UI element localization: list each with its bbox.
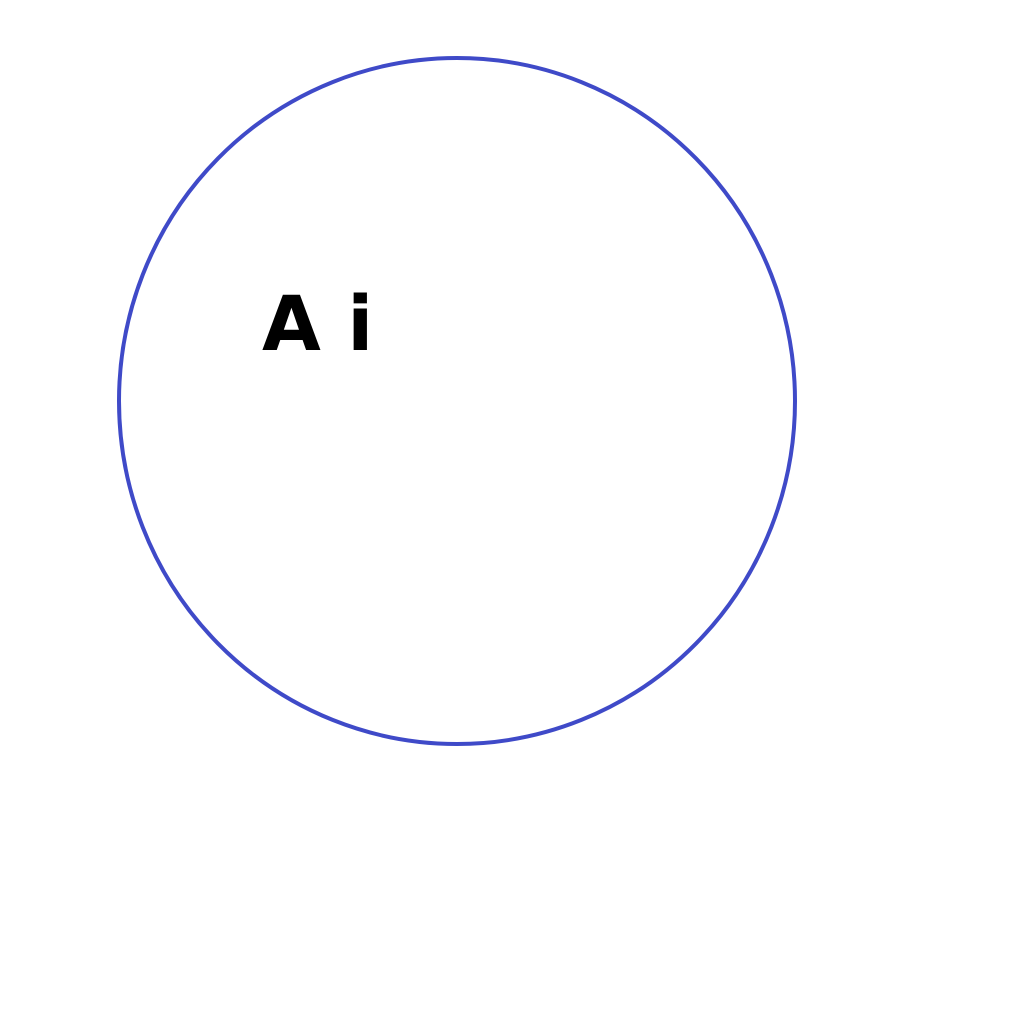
- circle-outline: [117, 56, 797, 746]
- circle-label: A i: [262, 279, 374, 368]
